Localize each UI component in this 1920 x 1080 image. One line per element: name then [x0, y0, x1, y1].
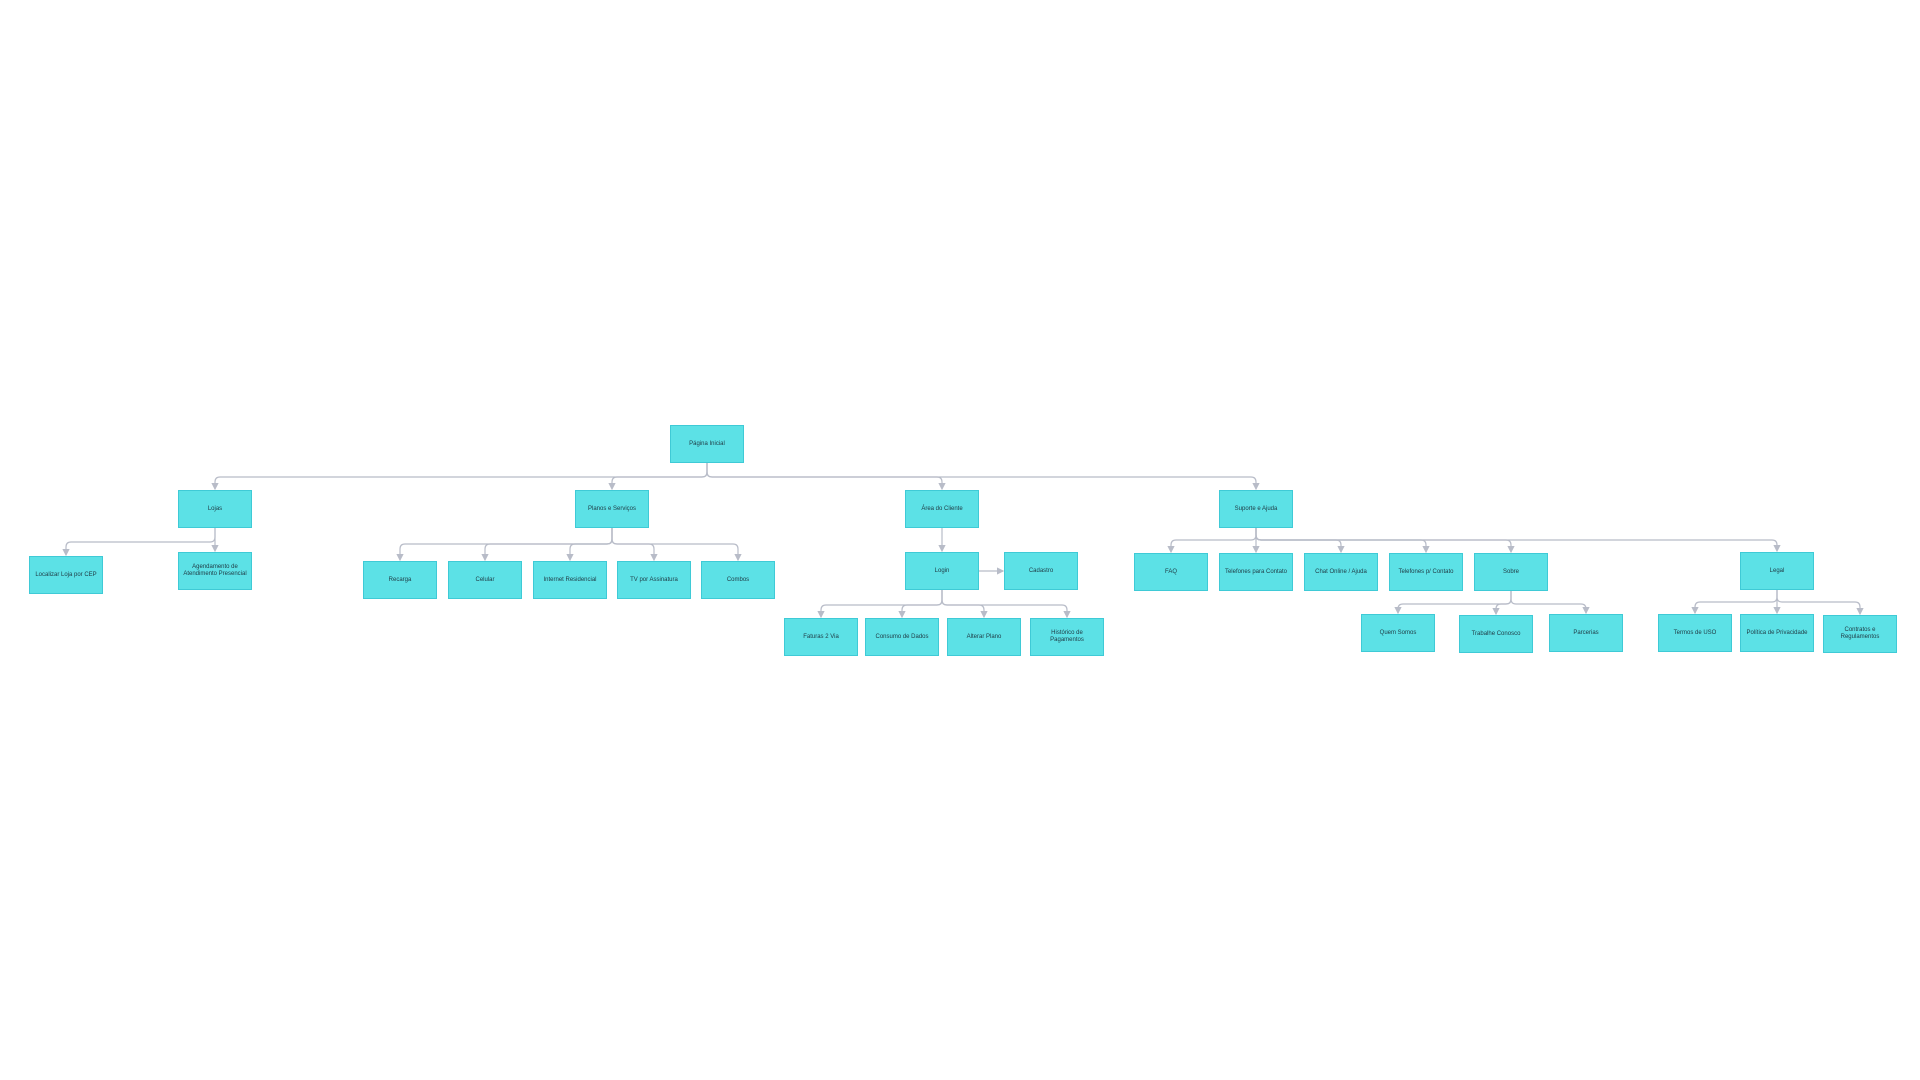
node-label: Quem Somos [1379, 629, 1417, 636]
connector-sobre-trabalhe [1492, 591, 1512, 616]
node-pontos[interactable]: Alterar Plano [947, 618, 1021, 656]
node-label: Telefones para Contato [1224, 568, 1288, 575]
node-suporte[interactable]: Suporte e Ajuda [1219, 490, 1293, 528]
node-termos[interactable]: Termos de USO [1658, 614, 1732, 652]
node-lojas[interactable]: Lojas [178, 490, 252, 528]
node-label: Página Inicial [689, 440, 725, 447]
node-label: TV por Assinatura [630, 576, 678, 583]
node-label: FAQ [1164, 568, 1177, 575]
node-label: Planos e Serviços [587, 505, 637, 512]
node-recarga[interactable]: Recarga [363, 561, 437, 599]
node-label: Lojas [207, 505, 223, 512]
connector-home-lojas [211, 463, 708, 491]
node-label: Faturas 2 Via [803, 633, 839, 640]
node-legal[interactable]: Legal [1740, 552, 1814, 590]
node-tv[interactable]: TV por Assinatura [617, 561, 691, 599]
node-label: Contratos e Regulamentos [1840, 627, 1880, 640]
node-faturas[interactable]: Faturas 2 Via [784, 618, 858, 656]
node-agendamento[interactable]: Agendamento de Atendimento Presencial [178, 552, 252, 590]
connector-legal-termos [1691, 590, 1778, 615]
node-contratos[interactable]: Contratos e Regulamentos [1823, 615, 1897, 653]
node-label: Parcerias [1573, 629, 1599, 636]
node-label: Telefones p/ Contato [1398, 568, 1454, 575]
node-localizar[interactable]: Localizar Loja por CEP [29, 556, 103, 594]
connector-home-suporte [706, 463, 1260, 491]
node-label: Legal [1769, 567, 1785, 574]
node-privacidade[interactable]: Política de Privacidade [1740, 614, 1814, 652]
node-home[interactable]: Página Inicial [670, 425, 744, 463]
node-label: Login [934, 567, 950, 574]
connector-planos-combos [611, 528, 742, 562]
node-label: Alterar Plano [966, 633, 1002, 640]
node-tel-contato[interactable]: Telefones para Contato [1219, 553, 1293, 591]
node-label: Área do Cliente [921, 505, 963, 512]
connector-suporte-legal [1255, 528, 1781, 553]
connector-planos-internet [566, 528, 613, 562]
node-label: Histórico de Pagamentos [1050, 630, 1084, 643]
connector-home-planos [608, 463, 708, 491]
node-label: Termos de USO [1673, 629, 1717, 636]
node-planos[interactable]: Planos e Serviços [575, 490, 649, 528]
connector-legal-contratos [1776, 590, 1864, 616]
node-label: Agendamento de Atendimento Presencial [183, 564, 247, 577]
connector-login-historico [941, 590, 1071, 619]
node-tel-pj[interactable]: Telefones p/ Contato [1389, 553, 1463, 591]
connector-login-consumo [898, 590, 943, 619]
node-combos[interactable]: Combos [701, 561, 775, 599]
node-faq[interactable]: FAQ [1134, 553, 1208, 591]
node-sobre[interactable]: Sobre [1474, 553, 1548, 591]
node-celular[interactable]: Celular [448, 561, 522, 599]
connector-sobre-quem [1394, 591, 1512, 615]
connector-login-faturas [817, 590, 943, 619]
node-label: Trabalhe Conosco [1471, 630, 1521, 637]
node-consumo[interactable]: Consumo de Dados [865, 618, 939, 656]
node-internet[interactable]: Internet Residencial [533, 561, 607, 599]
node-area[interactable]: Área do Cliente [905, 490, 979, 528]
connector-suporte-faq [1167, 528, 1257, 554]
node-label: Cadastro [1028, 567, 1054, 574]
connector-lojas-localizar [62, 528, 216, 557]
node-label: Suporte e Ajuda [1234, 505, 1278, 512]
node-login[interactable]: Login [905, 552, 979, 590]
node-label: Sobre [1502, 568, 1519, 575]
node-label: Combos [726, 576, 750, 583]
node-chat[interactable]: Chat Online / Ajuda [1304, 553, 1378, 591]
node-cadastro[interactable]: Cadastro [1004, 552, 1078, 590]
node-label: Localizar Loja por CEP [35, 571, 97, 578]
node-label: Consumo de Dados [875, 633, 929, 640]
node-quem[interactable]: Quem Somos [1361, 614, 1435, 652]
node-label: Internet Residencial [543, 576, 597, 583]
node-label: Recarga [388, 576, 412, 583]
node-trabalhe[interactable]: Trabalhe Conosco [1459, 615, 1533, 653]
node-label: Celular [475, 576, 495, 583]
node-parcerias[interactable]: Parcerias [1549, 614, 1623, 652]
node-label: Política de Privacidade [1746, 629, 1808, 636]
node-historico[interactable]: Histórico de Pagamentos [1030, 618, 1104, 656]
connector-home-area [706, 463, 946, 491]
connector-sobre-parcerias [1510, 591, 1590, 615]
node-label: Chat Online / Ajuda [1315, 568, 1367, 575]
connector-login-pontos [941, 590, 988, 619]
